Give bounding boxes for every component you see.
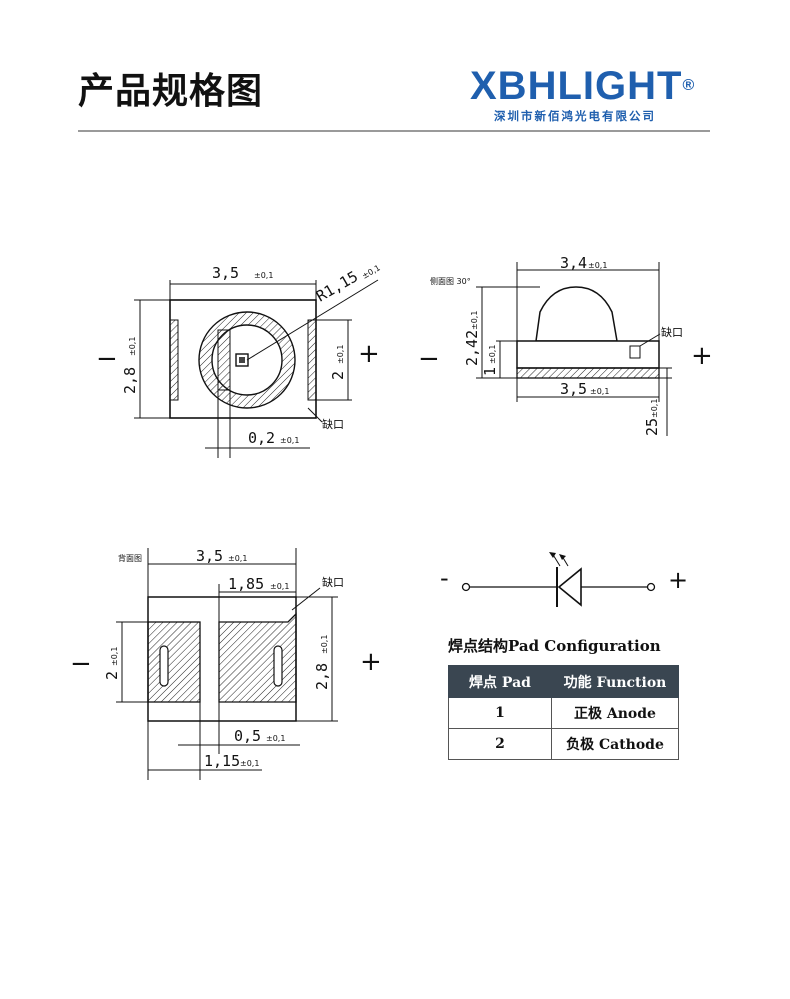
side-view-base [516, 367, 660, 379]
top-plus-sign: + [358, 339, 380, 369]
back-view-label: 背面图 [118, 553, 142, 563]
side-height-dim: 2,42 [463, 330, 481, 366]
side-thick-dim: 25 [643, 418, 661, 436]
pad-function: 正极 Anode [551, 697, 679, 729]
top-inner-dim: 2 [329, 371, 347, 380]
pad-number: 2 [448, 728, 552, 760]
back-pad-tol: ±0,1 [270, 582, 289, 591]
pad-config-table: 焊点 Pad 功能 Function 1 正极 Anode 2 负极 Catho… [448, 665, 679, 760]
side-view-label: 侧面图 30° [430, 276, 471, 286]
top-gap-dim: 0,2 [248, 429, 275, 447]
page-title: 产品规格图 [78, 71, 264, 112]
back-left-pad-tol: ±0,1 [240, 759, 259, 768]
symbol-plus: + [668, 566, 688, 594]
side-top-dim: 3,4 [560, 254, 587, 272]
top-height-tol: ±0,1 [128, 337, 137, 356]
pad-number: 1 [448, 697, 552, 729]
top-height-dim: 2,8 [121, 367, 139, 394]
top-width-tol: ±0,1 [254, 271, 273, 280]
pad-function: 负极 Cathode [551, 728, 679, 760]
back-pad-height-dim: 2 [103, 671, 121, 680]
symbol-terminal-left [461, 582, 471, 592]
top-view-left-tab [169, 319, 179, 401]
top-notch-label: 缺口 [322, 417, 344, 431]
back-minus-sign: − [70, 649, 92, 679]
table-row: 1 正极 Anode [448, 697, 679, 729]
side-base-dim: 1 [481, 367, 499, 376]
back-height-tol: ±0,1 [320, 635, 329, 654]
brand-logo: XBHLIGHT® 深圳市新佰鸿光电有限公司 [470, 66, 720, 124]
header-pad: 焊点 Pad [448, 665, 552, 698]
back-height-dim: 2,8 [313, 663, 331, 690]
top-radius-dim: R1,15 [313, 267, 361, 305]
header-function: 功能 Function [551, 665, 679, 698]
back-gap-tol: ±0,1 [266, 734, 285, 743]
symbol-minus: - [440, 564, 449, 592]
back-width-dim: 3,5 [196, 547, 223, 565]
top-view: 3,5 ±0,1 2,8 ±0,1 R1,15 ±0,1 2 ±0,1 0,2 … [96, 263, 382, 458]
side-plus-sign: + [691, 341, 713, 371]
diode-triangle-icon [557, 567, 582, 607]
back-notch-label: 缺口 [322, 575, 344, 589]
side-view-notch [629, 345, 641, 359]
led-symbol: - + [440, 552, 688, 607]
side-thick-tol: ±0,1 [650, 399, 659, 418]
back-view-left-slot [159, 645, 169, 687]
company-name: 深圳市新佰鸿光电有限公司 [494, 109, 656, 123]
table-header-row: 焊点 Pad 功能 Function [448, 665, 679, 698]
top-gap-tol: ±0,1 [280, 436, 299, 445]
back-gap-dim: 0,5 [234, 727, 261, 745]
top-radius-tol: ±0,1 [361, 263, 382, 281]
side-bottom-tol: ±0,1 [590, 387, 609, 396]
back-pad-dim: 1,85 [228, 575, 264, 593]
back-view-right-pad [218, 612, 297, 703]
table-row: 2 负极 Cathode [448, 728, 679, 760]
back-view-left-pad [147, 621, 201, 703]
side-view: 侧面图 30° 3,4 ±0,1 2,42 ±0,1 1 ±0,1 3,5 ±0… [418, 254, 713, 436]
side-notch-label: 缺口 [661, 325, 683, 339]
top-minus-sign: − [96, 344, 118, 374]
side-base-tol: ±0,1 [488, 345, 497, 364]
top-view-inner-pad [217, 329, 231, 391]
side-bottom-dim: 3,5 [560, 380, 587, 398]
symbol-terminal-right [646, 582, 656, 592]
side-view-dome [535, 286, 618, 342]
top-view-right-tab [307, 319, 317, 401]
back-view-right-slot [273, 645, 283, 687]
top-view-chip-core [239, 357, 245, 363]
header-divider [78, 130, 710, 132]
back-plus-sign: + [360, 647, 382, 677]
registered-mark: ® [682, 77, 696, 94]
back-left-pad-dim: 1,15 [204, 752, 240, 770]
top-inner-tol: ±0,1 [336, 345, 345, 364]
back-width-tol: ±0,1 [228, 554, 247, 563]
brand-name: XBHLIGHT® [470, 64, 696, 108]
side-minus-sign: − [418, 344, 440, 374]
pad-config-title: 焊点结构Pad Configuration [448, 637, 661, 655]
back-view: 背面图 3,5 ±0,1 1,85 ±0,1 缺口 2 ±0,1 2,8 ±0,… [70, 547, 382, 780]
side-top-tol: ±0,1 [588, 261, 607, 270]
top-width-dim: 3,5 [212, 264, 239, 282]
side-height-tol: ±0,1 [470, 311, 479, 330]
back-pad-height-tol: ±0,1 [110, 647, 119, 666]
